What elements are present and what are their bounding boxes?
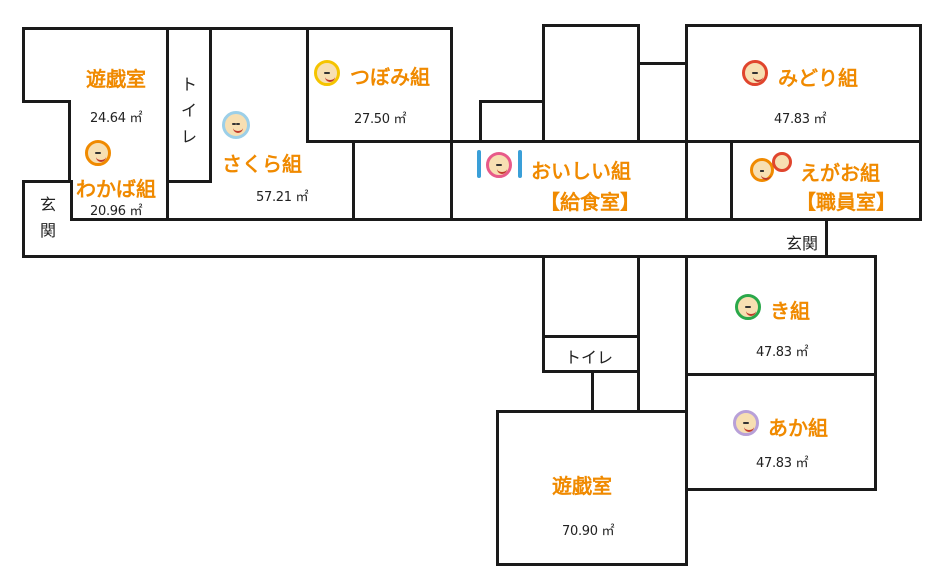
room-area-yugi-large: 70.90 ㎡ [562,524,615,539]
face-icon-yellow [314,60,340,86]
room-small-between [352,140,453,221]
room-top-block-2 [542,24,640,143]
room-sub-oishii: 【給食室】 [540,190,640,214]
face-icon-orange-pair-1 [750,158,774,182]
genkan-left-label: 玄関 [39,195,56,240]
face-icon-red [742,60,768,86]
corridor [70,218,783,258]
spoon-icon [518,150,522,178]
room-area-aka: 47.83 ㎡ [756,456,809,471]
room-top-block-3 [637,62,688,143]
room-genkan-left [22,180,73,258]
face-icon-blue [222,111,250,139]
room-area-tsubomi: 27.50 ㎡ [354,112,407,127]
room-area-ki: 47.83 ㎡ [756,345,809,360]
room-name-egao: えがお組 [800,161,880,185]
room-ki [685,255,877,376]
room-midori [685,24,922,143]
room-name-yugi-large: 遊戯室 [552,474,612,498]
toilet-upper-label: トイレ [180,75,197,146]
room-name-yugi-small: 遊戯室 [86,67,146,91]
room-aka [685,373,877,491]
room-name-tsubomi: つぼみ組 [350,65,430,89]
room-lower-passage [591,370,640,413]
room-area-midori: 47.83 ㎡ [774,112,827,127]
room-area-sakura: 57.21 ㎡ [256,190,309,205]
face-icon-purple [733,410,759,436]
face-icon-orange [85,140,111,166]
room-lower-block [542,255,640,338]
room-name-oishii: おいしい組 [531,159,631,183]
room-sub-egao: 【職員室】 [796,190,896,214]
toilet-lower-label: トイレ [565,348,614,367]
face-icon-orange-pair-2 [772,152,792,172]
room-top-block-1 [479,100,545,143]
room-name-wakaba: わかば組 [76,177,156,201]
room-toilet-upper-border [166,27,212,183]
face-icon-pink [486,152,512,178]
room-name-aka: あか組 [768,416,828,440]
room-name-ki: き組 [770,299,810,323]
room-area-yugi-small: 24.64 ㎡ [90,111,143,126]
room-yugi-large [496,410,688,566]
room-wakaba [68,100,169,221]
room-area-wakaba: 20.96 ㎡ [90,204,143,219]
room-name-midori: みどり組 [778,66,858,90]
genkan-right-label: 玄関 [786,234,819,253]
room-toilet-lower [542,335,640,373]
room-name-sakura: さくら組 [222,152,302,176]
face-icon-green [735,294,761,320]
fork-icon [477,150,481,178]
